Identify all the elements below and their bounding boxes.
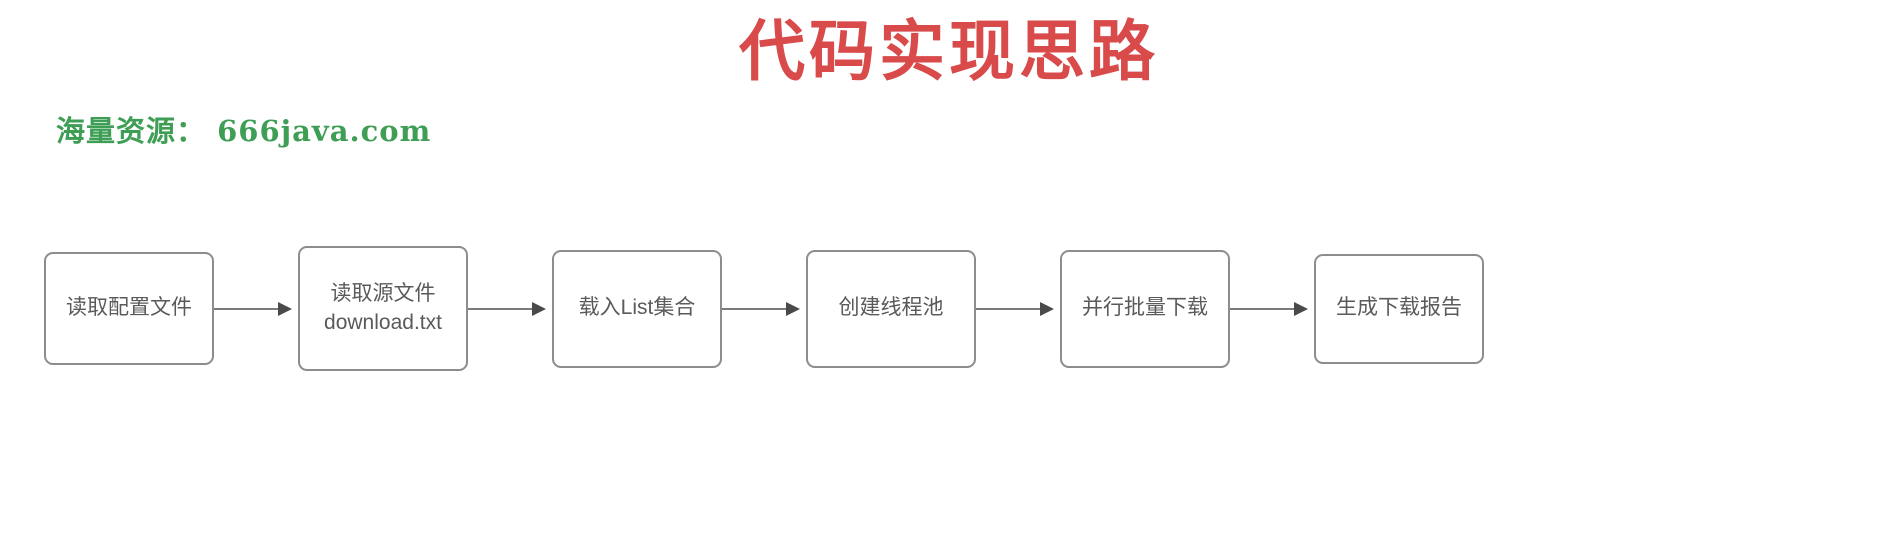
arrow-right-icon <box>1040 301 1054 316</box>
arrow-shaft <box>214 307 286 310</box>
flow-node-3-line-1: 载入List集合 <box>578 296 696 320</box>
arrow-shaft <box>976 307 1048 310</box>
flow-node-4-line-1: 创建线程池 <box>838 296 944 320</box>
arrow-right-icon <box>1294 301 1308 316</box>
flow-arrow-1 <box>214 301 298 316</box>
arrow-shaft <box>468 307 540 310</box>
flow-node-6: 生成下载报告 <box>1314 253 1484 364</box>
flow-node-1-line-1: 读取配置文件 <box>66 296 192 320</box>
flow-arrow-5 <box>1230 301 1314 316</box>
flow-node-1: 读取配置文件 <box>44 252 214 365</box>
flow-node-5: 并行批量下载 <box>1060 249 1230 368</box>
arrow-right-icon <box>786 301 800 316</box>
flow-node-2: 读取源文件 download.txt <box>298 246 468 371</box>
arrow-shaft <box>1230 307 1302 310</box>
arrow-right-icon <box>532 301 546 316</box>
flow-arrow-2 <box>468 301 552 316</box>
flowchart: 读取配置文件 读取源文件 download.txt 载入List集合 创建线程池 <box>44 246 1484 371</box>
arrow-shaft <box>722 307 794 310</box>
flow-node-4: 创建线程池 <box>806 249 976 368</box>
flow-arrow-3 <box>722 301 806 316</box>
flow-node-5-line-1: 并行批量下载 <box>1082 296 1208 320</box>
flow-node-3: 载入List集合 <box>552 249 722 368</box>
flow-arrow-4 <box>976 301 1060 316</box>
flow-node-6-line-1: 生成下载报告 <box>1336 296 1462 320</box>
watermark-text: 海量资源： 666java.com <box>56 114 432 148</box>
arrow-right-icon <box>278 301 292 316</box>
flow-node-2-line-1: 读取源文件 <box>330 282 436 306</box>
flow-node-2-line-2: download.txt <box>324 310 442 334</box>
page-title: 代码实现思路 <box>739 13 1159 90</box>
